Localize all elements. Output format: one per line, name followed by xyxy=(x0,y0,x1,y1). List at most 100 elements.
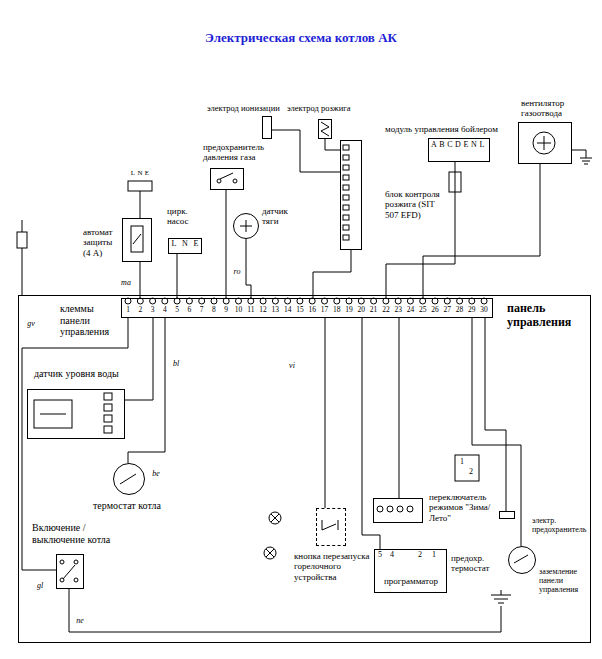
level-sensor-parts xyxy=(104,393,112,400)
fan-symbol xyxy=(533,132,555,154)
switch-contacts xyxy=(74,578,78,582)
reset-button: кнопка перезапуска горелочного устройств… xyxy=(316,508,346,546)
contact-box xyxy=(455,455,479,481)
ignition-unit-terminals xyxy=(343,195,349,200)
node-label: электр. предохранитель xyxy=(532,516,590,534)
pin-label: 2 xyxy=(418,551,422,559)
safety-thermostat-contact xyxy=(514,555,528,563)
terminal-number: 24 xyxy=(407,306,415,314)
power-plug xyxy=(22,248,23,295)
fan-symbol xyxy=(533,132,592,164)
indicator-lamp xyxy=(264,512,281,559)
pin-label: L xyxy=(480,141,485,149)
terminal-number: 13 xyxy=(272,306,280,314)
terminal-number: 18 xyxy=(333,306,341,314)
pin-label: 4 xyxy=(390,551,394,559)
wire-connector xyxy=(22,318,128,570)
pin-label: N xyxy=(137,170,142,177)
wire-connector xyxy=(128,318,165,463)
wire-connector xyxy=(313,250,351,298)
wiring-illustration xyxy=(17,122,592,632)
terminal-number: 4 xyxy=(163,306,167,314)
ignition-unit-terminals xyxy=(343,225,349,230)
wire-connector xyxy=(325,139,340,150)
mode-switch-screws xyxy=(407,506,413,512)
node-label: автомат защиты (4 А) xyxy=(83,227,121,258)
pressure-switch-contacts xyxy=(233,179,237,183)
terminal-number: 1 xyxy=(126,306,130,314)
wire-color-code: ro xyxy=(234,268,241,276)
terminal-number: 25 xyxy=(419,306,427,314)
node-label: программатор xyxy=(379,576,443,586)
wire-connector xyxy=(485,318,506,511)
indicator-lamp xyxy=(264,547,276,559)
ignition-unit-terminals xyxy=(343,175,349,180)
wire-connector xyxy=(325,318,326,508)
pin-label: 2 xyxy=(469,468,473,476)
pin-label: A xyxy=(431,141,437,149)
ignition-unit-terminals xyxy=(343,155,349,160)
node-label: предохранитель давления газа xyxy=(203,142,281,163)
wire-connector xyxy=(140,262,141,298)
node-label: электрод розжига xyxy=(287,104,350,114)
terminal-number: 27 xyxy=(444,306,452,314)
pin-label: D xyxy=(455,141,461,149)
level-sensor-parts xyxy=(104,426,112,433)
level-sensor-parts xyxy=(40,414,66,415)
wire-color-code: vi xyxy=(289,362,295,370)
pin-label: N xyxy=(182,240,188,248)
terminal-number: 16 xyxy=(308,306,316,314)
power-switch: Включение / выключение котла xyxy=(56,554,84,589)
terminal-number: 30 xyxy=(480,306,488,314)
circle-outline xyxy=(234,214,259,239)
wire-color-code: ma xyxy=(121,279,131,287)
flue-fan: вентилятор газоотвода xyxy=(518,122,572,164)
pin-label: E xyxy=(145,170,149,177)
pressure-switch-contacts xyxy=(220,173,233,179)
terminal-number: 22 xyxy=(382,306,390,314)
draught-sensor-symbol xyxy=(240,220,252,232)
node-label: цирк. насос xyxy=(167,206,207,227)
ignition-unit-terminals xyxy=(343,185,349,190)
node-label: клеммы панели управления xyxy=(60,303,120,338)
terminal-number: 29 xyxy=(468,306,476,314)
mains-plug xyxy=(140,191,141,218)
wire-connector xyxy=(272,130,340,172)
thermostat-contact xyxy=(120,474,136,484)
circle-outline xyxy=(508,546,536,574)
mode-switch-screws xyxy=(377,506,413,512)
node-label: термостат котла xyxy=(93,500,183,512)
ignition-unit-terminals xyxy=(343,205,349,210)
pin-label: 1 xyxy=(460,458,464,466)
safety-thermostat: предохр. термостат xyxy=(508,546,536,574)
switch-contacts xyxy=(60,560,78,582)
circle-outline xyxy=(114,464,145,495)
electric-fuse: электр. предохранитель xyxy=(499,511,515,519)
terminal-number: 21 xyxy=(370,306,378,314)
terminal-number: 2 xyxy=(138,306,142,314)
indicator-lamp xyxy=(269,512,281,524)
node-label: вентилятор газоотвода xyxy=(521,98,583,119)
switch-contacts xyxy=(63,565,75,579)
wire-connector xyxy=(226,190,227,298)
pressure-switch-contacts xyxy=(217,179,221,183)
power-plug xyxy=(22,220,23,232)
ground-symbol xyxy=(491,590,511,603)
draught-sensor: датчик тяги xyxy=(233,213,259,239)
terminal-number: 3 xyxy=(151,306,155,314)
circle-outline xyxy=(233,213,259,239)
wire-color-code: gv xyxy=(27,320,35,328)
water-level-sensor: датчик уровня воды xyxy=(27,389,125,439)
pin-label: C xyxy=(447,141,452,149)
level-sensor-parts xyxy=(104,415,112,422)
node-label: электрод ионизации xyxy=(207,104,280,114)
pin-label: 5 xyxy=(378,551,382,559)
power-plug xyxy=(17,232,27,248)
circle-outline xyxy=(509,547,536,574)
fan-symbol xyxy=(572,150,592,164)
level-sensor-parts xyxy=(34,393,112,433)
contact-box xyxy=(455,455,479,481)
terminal-number: 7 xyxy=(200,306,204,314)
wire-color-code: bl xyxy=(173,360,179,368)
terminal-number: 8 xyxy=(212,306,216,314)
